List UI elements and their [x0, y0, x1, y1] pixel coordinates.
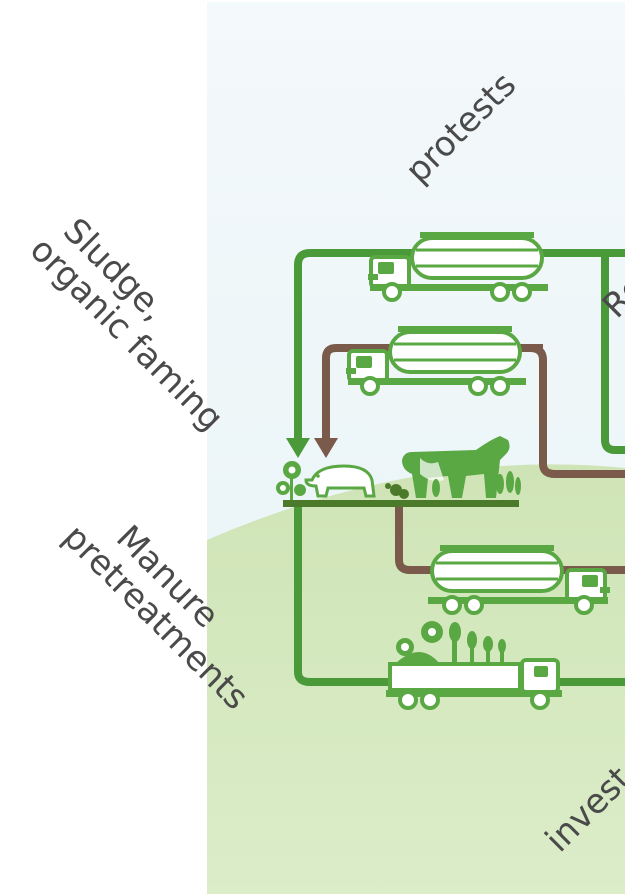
green-return-flow-top [294, 249, 625, 440]
brown-outflow [395, 505, 625, 574]
cow-icon [402, 436, 510, 498]
brown-return-flow [322, 344, 543, 440]
grass-icon [432, 471, 521, 497]
brown-right-connector [529, 344, 625, 478]
slurry-drops-icon [385, 483, 409, 499]
brown-arrow-head [314, 438, 338, 458]
farm-ground-strip [283, 500, 519, 507]
green-right-connector [601, 253, 625, 454]
green-outflow [294, 505, 625, 686]
plants-icon [395, 621, 506, 664]
flowers-icon [276, 461, 306, 500]
green-arrow-head [286, 438, 310, 458]
pig-icon [304, 464, 376, 498]
